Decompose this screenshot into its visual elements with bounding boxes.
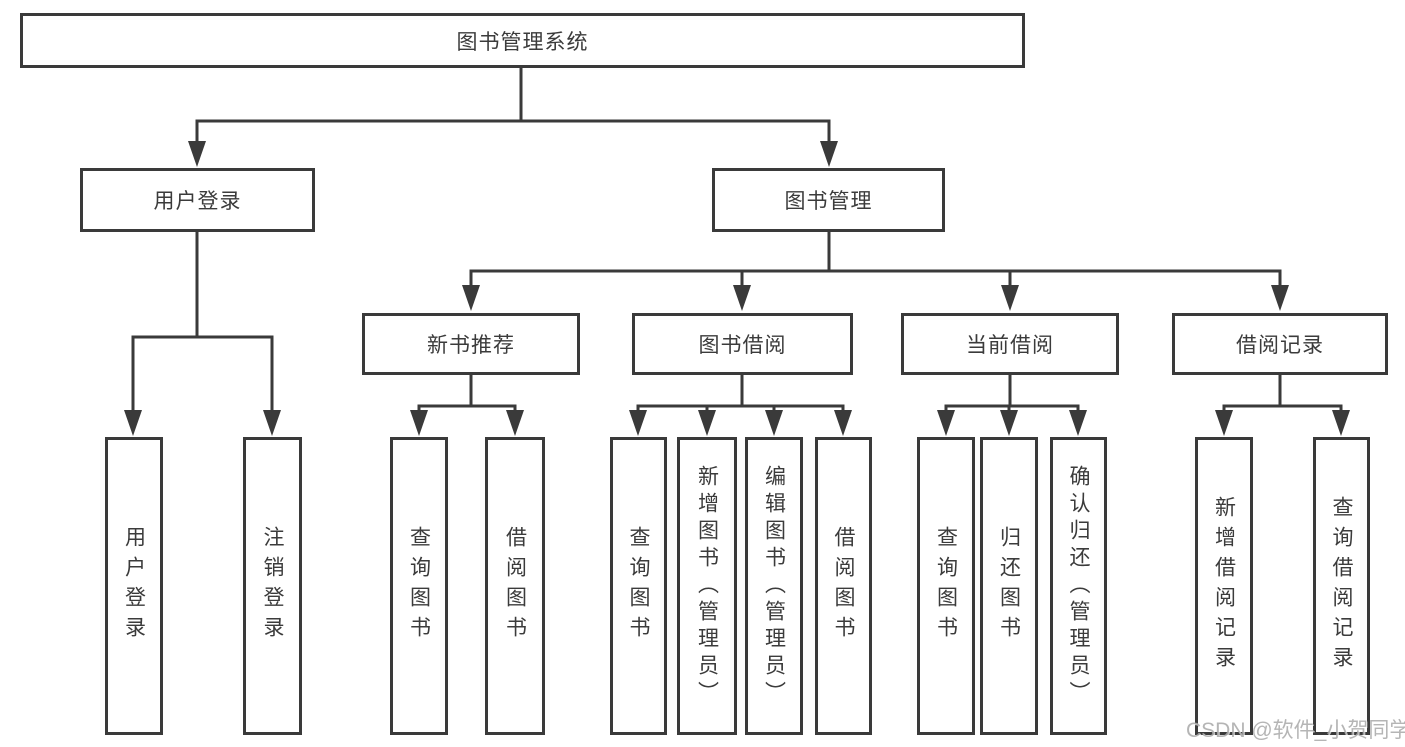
node-leaf-query-book-borrowing: 查询图书 — [610, 437, 667, 735]
node-leaf-query-book-recommend: 查询图书 — [390, 437, 448, 735]
node-root-library-management-system: 图书管理系统 — [20, 13, 1025, 68]
node-book-borrowing: 图书借阅 — [632, 313, 853, 375]
node-book-management: 图书管理 — [712, 168, 945, 232]
node-leaf-query-book-current: 查询图书 — [917, 437, 975, 735]
node-leaf-edit-book-admin: 编辑图书（管理员） — [745, 437, 803, 735]
node-user-login: 用户登录 — [80, 168, 315, 232]
node-current-borrowing: 当前借阅 — [901, 313, 1119, 375]
node-leaf-user-login: 用户登录 — [105, 437, 163, 735]
node-leaf-logout: 注销登录 — [243, 437, 302, 735]
node-leaf-confirm-return-admin: 确认归还（管理员） — [1050, 437, 1107, 735]
node-new-book-recommendation: 新书推荐 — [362, 313, 580, 375]
node-leaf-borrow-book: 借阅图书 — [815, 437, 872, 735]
node-leaf-borrow-book-recommend: 借阅图书 — [485, 437, 545, 735]
node-borrowing-records: 借阅记录 — [1172, 313, 1388, 375]
node-leaf-query-borrow-record: 查询借阅记录 — [1313, 437, 1370, 735]
node-leaf-add-borrow-record: 新增借阅记录 — [1195, 437, 1253, 735]
node-leaf-add-book-admin: 新增图书（管理员） — [677, 437, 737, 735]
node-leaf-return-book: 归还图书 — [980, 437, 1038, 735]
csdn-watermark: CSDN @软件_小贺同学 — [1186, 719, 1405, 742]
arrowheads — [124, 141, 1350, 436]
